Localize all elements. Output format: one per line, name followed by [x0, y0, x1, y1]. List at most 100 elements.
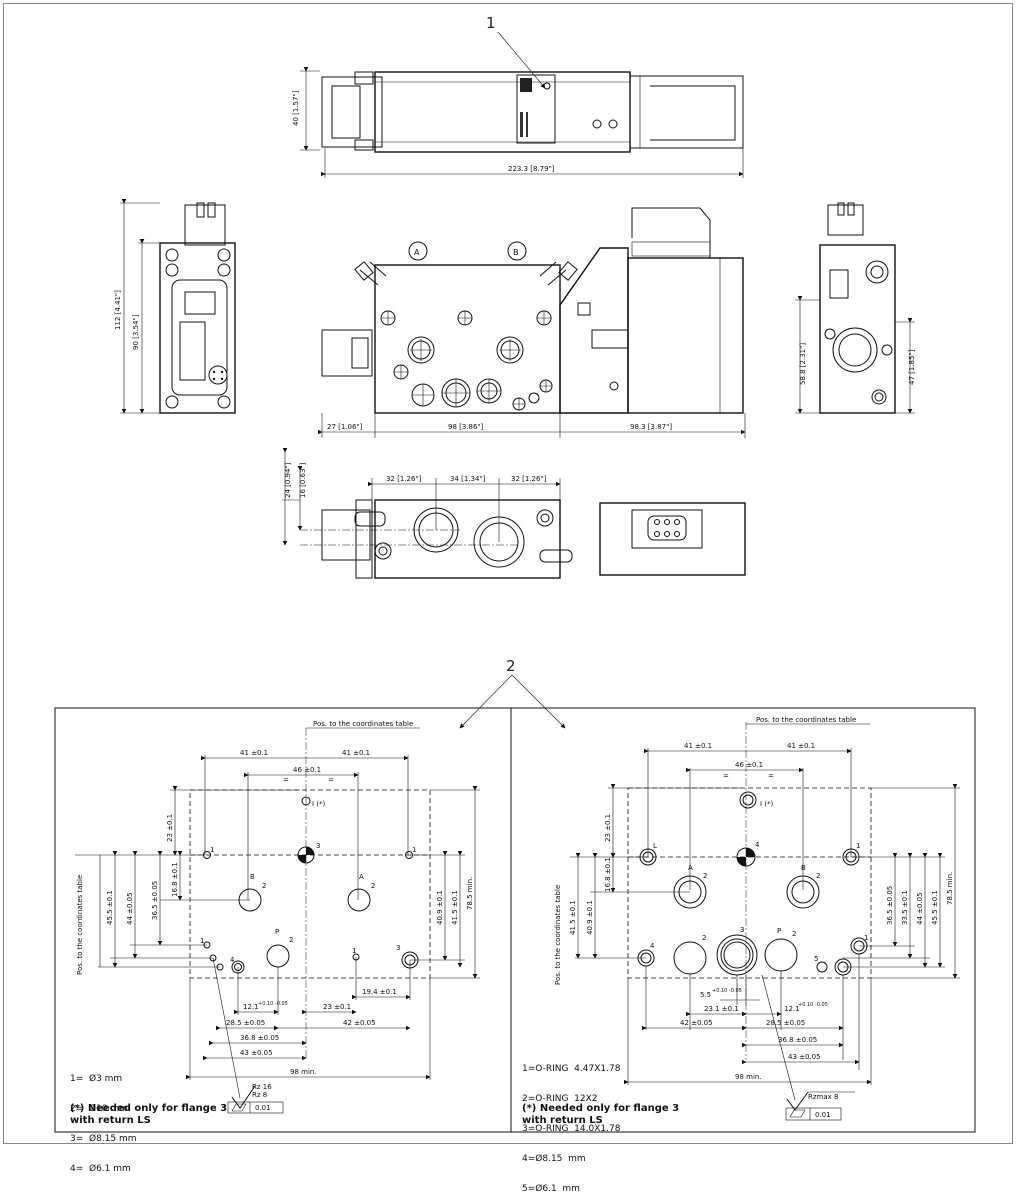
- port-a-label: A: [414, 248, 420, 257]
- right-legend-item: 3=O-RING 14.0X1.78: [522, 1124, 621, 1134]
- panel-left-drawing: Pos. to the coordinates table 41 ±0.1 41…: [75, 720, 480, 1114]
- svg-text:3: 3: [316, 842, 320, 850]
- svg-text:44 ±0.05: 44 ±0.05: [916, 892, 924, 925]
- svg-text:33.5 ±0.1: 33.5 ±0.1: [901, 890, 909, 925]
- svg-text:2: 2: [262, 882, 266, 890]
- dim-bottom-32b: 32 [1.26"]: [511, 475, 547, 483]
- svg-text:16.8 ±0.1: 16.8 ±0.1: [171, 862, 179, 897]
- svg-text:4: 4: [650, 942, 655, 950]
- right-note: (*) Needed only for flange 3 with return…: [522, 1103, 680, 1126]
- svg-text:41 ±0.1: 41 ±0.1: [240, 749, 268, 757]
- svg-text:Rz 8: Rz 8: [252, 1091, 267, 1099]
- front-view-bolts: [380, 310, 553, 411]
- svg-text:43 ±0.05: 43 ±0.05: [788, 1053, 821, 1061]
- left-view-display: [184, 291, 216, 315]
- dim-top-height: 40 [1.57"]: [292, 90, 300, 126]
- svg-text:41.5 ±0.1: 41.5 ±0.1: [569, 900, 577, 935]
- port-b-label: B: [513, 248, 519, 257]
- svg-text:42 ±0.05: 42 ±0.05: [343, 1019, 376, 1027]
- top-view: 40 [1.57"] 223.3 [8.79"]: [292, 66, 744, 178]
- svg-text:36.8 ±0.05: 36.8 ±0.05: [240, 1034, 279, 1042]
- svg-text:Rzmax 8: Rzmax 8: [808, 1093, 838, 1101]
- svg-text:36.5 ±0.05: 36.5 ±0.05: [151, 881, 159, 920]
- svg-text:41.5 ±0.1: 41.5 ±0.1: [451, 890, 459, 925]
- left-legend-item: 3= Ø8.15 mm: [70, 1134, 137, 1144]
- front-view-valve-section: [559, 247, 629, 414]
- left-port-a: [347, 888, 371, 912]
- nameplate-logo: [520, 78, 532, 92]
- panel-right-drawing: Pos. to the coordinates table 41 ±0.1 41…: [554, 716, 960, 1121]
- svg-text:Pos. to the coordinates table: Pos. to the coordinates table: [554, 885, 562, 985]
- svg-text:16.8 ±0.1: 16.8 ±0.1: [604, 857, 612, 892]
- right-port-i: [739, 791, 757, 809]
- callout-1: 1: [486, 14, 496, 32]
- flatness-icon: [231, 1103, 247, 1112]
- left-surface-finish-icon: [231, 1085, 256, 1109]
- right-flange-outline: [627, 787, 872, 979]
- svg-text:45.5 ±0.1: 45.5 ±0.1: [931, 890, 939, 925]
- dim-right-a: 58.8 [2.31"]: [799, 343, 807, 385]
- svg-text:B: B: [250, 873, 255, 881]
- svg-text:3: 3: [740, 926, 744, 934]
- dim-bottom-24: 24 [0.94"]: [284, 462, 292, 498]
- right-legend-item: 4=Ø8.15 mm: [522, 1154, 586, 1164]
- left-flange-outline: [189, 789, 431, 979]
- dim-bottom-34: 34 [1.34"]: [450, 475, 486, 483]
- svg-text:1: 1: [200, 937, 204, 945]
- svg-text:41 ±0.1: 41 ±0.1: [342, 749, 370, 757]
- svg-text:2: 2: [702, 934, 706, 942]
- svg-text:36.5 ±0.05: 36.5 ±0.05: [886, 886, 894, 925]
- svg-text:L: L: [653, 842, 657, 850]
- svg-text:I (*): I (*): [312, 800, 326, 808]
- dim-front-left: 27 [1.06"]: [327, 423, 363, 431]
- svg-text:A: A: [688, 864, 693, 872]
- svg-text:98 min.: 98 min.: [290, 1068, 317, 1076]
- right-view-port: [832, 327, 878, 373]
- svg-text:2: 2: [371, 882, 375, 890]
- svg-text:78.5 min.: 78.5 min.: [946, 872, 954, 905]
- svg-text:2: 2: [792, 930, 796, 938]
- svg-text:98 min.: 98 min.: [735, 1073, 762, 1081]
- svg-text:19.4 ±0.1: 19.4 ±0.1: [362, 988, 397, 996]
- svg-text:1: 1: [210, 846, 214, 854]
- callout-2: 2: [506, 657, 516, 675]
- left-legend-item: 2= Ø10 mm: [70, 1104, 128, 1114]
- svg-text:45.5 ±0.1: 45.5 ±0.1: [106, 890, 114, 925]
- bottom-view-solenoid: [599, 502, 746, 576]
- svg-text:1: 1: [864, 934, 868, 942]
- left-flatness-box: [227, 1101, 284, 1114]
- right-flatness-box: [785, 1107, 842, 1121]
- technical-drawing: 40 [1.57"] 223.3 [8.79"] 112 [4.41"] 90 …: [54, 31, 976, 1133]
- svg-text:+0.10 -0.05: +0.10 -0.05: [798, 1002, 828, 1008]
- svg-text:P: P: [777, 927, 781, 935]
- svg-text:23 ±0.1: 23 ±0.1: [323, 1003, 351, 1011]
- svg-text:40.9 ±0.1: 40.9 ±0.1: [586, 900, 594, 935]
- svg-text:2: 2: [816, 872, 820, 880]
- right-legend-item: 2=O-RING 12X2: [522, 1094, 598, 1104]
- left-legend-item: 4= Ø6.1 mm: [70, 1164, 131, 1174]
- dim-right-b: 47 [1.85"]: [908, 349, 916, 385]
- svg-text:=: =: [283, 776, 289, 784]
- right-legend-item: 5=Ø6.1 mm: [522, 1184, 580, 1194]
- svg-text:12.1: 12.1: [243, 1003, 259, 1011]
- svg-text:46 ±0.1: 46 ±0.1: [735, 761, 763, 769]
- svg-text:2: 2: [289, 936, 293, 944]
- front-view-body: [374, 264, 561, 414]
- svg-text:+0.10 -0.05: +0.10 -0.05: [258, 1001, 288, 1007]
- svg-text:P: P: [275, 928, 279, 936]
- front-view: A B: [317, 207, 746, 438]
- drawing-frame: [3, 3, 1013, 1144]
- left-port-i: [301, 796, 311, 806]
- left-pos-label: Pos. to the coordinates table: [313, 720, 413, 728]
- right-view-housing: [819, 244, 896, 414]
- right-port-p-main: [716, 934, 758, 976]
- dim-left-outer: 112 [4.41"]: [114, 290, 122, 330]
- svg-text:I (*): I (*): [760, 800, 774, 808]
- connector-icon: [208, 365, 228, 385]
- svg-text:23.1 ±0.1: 23.1 ±0.1: [704, 1005, 739, 1013]
- svg-text:5.5: 5.5: [700, 991, 711, 999]
- left-note: (*) Needed only for flange 3 with return…: [70, 1103, 228, 1126]
- svg-text:44 ±0.05: 44 ±0.05: [126, 892, 134, 925]
- bottom-view: 24 [0.94"] 16 [0.63"] 32 [1.26"] 34 [1.3…: [282, 447, 746, 579]
- dim-bottom-16: 16 [0.63"]: [299, 462, 307, 498]
